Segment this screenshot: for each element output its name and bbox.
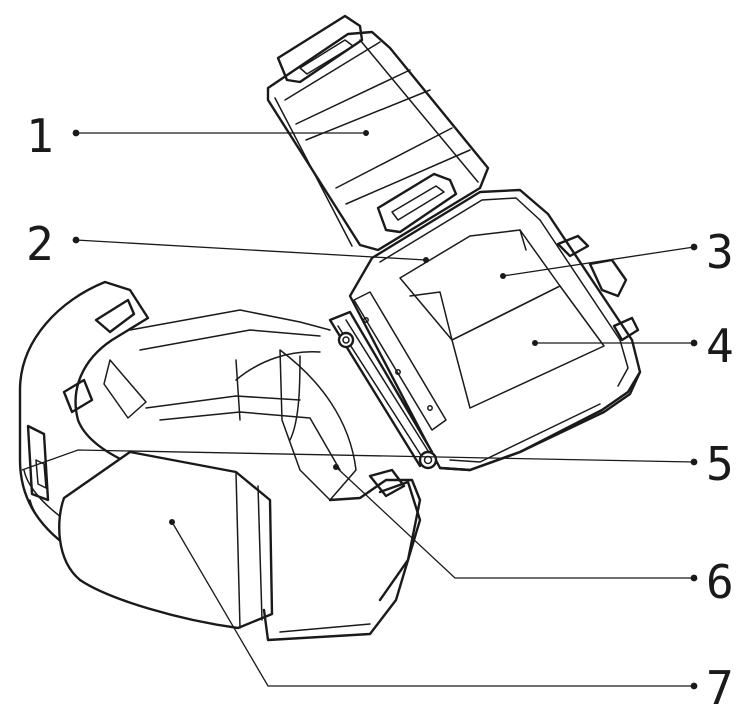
- leader-anchor-2: [423, 257, 429, 263]
- callout-6: 6: [706, 555, 734, 609]
- callout-4: 4: [706, 319, 734, 373]
- leader-7: [171, 521, 694, 687]
- leader-anchor-4: [532, 340, 538, 346]
- leader-dot-3: [690, 243, 698, 251]
- leader-dot-2: [72, 236, 80, 244]
- leader-6: [335, 466, 694, 579]
- leader-anchor-1: [363, 130, 369, 136]
- leader-anchor-3: [500, 273, 506, 279]
- callout-3: 3: [706, 225, 734, 279]
- callout-5: 5: [706, 437, 734, 491]
- callout-1: 1: [26, 109, 54, 163]
- leader-lines: [21, 129, 698, 690]
- leader-dot-6: [690, 574, 698, 582]
- leader-dot-5: [690, 458, 698, 466]
- callout-2: 2: [26, 217, 54, 271]
- leader-dot-7: [690, 682, 698, 690]
- hinge-roller: [328, 291, 447, 470]
- leader-anchor-6: [333, 464, 339, 470]
- lid-upper-panel: [266, 14, 490, 252]
- leader-dot-4: [690, 339, 698, 347]
- leader-2: [75, 239, 427, 261]
- leader-3: [502, 246, 695, 277]
- leader-anchor-7: [169, 519, 175, 525]
- callout-numbers: 1 2 3 4 5 6 7: [26, 109, 734, 715]
- leader-5: [21, 449, 695, 471]
- callout-7: 7: [706, 661, 734, 715]
- leader-dot-1: [72, 129, 80, 137]
- base-body: [18, 280, 422, 642]
